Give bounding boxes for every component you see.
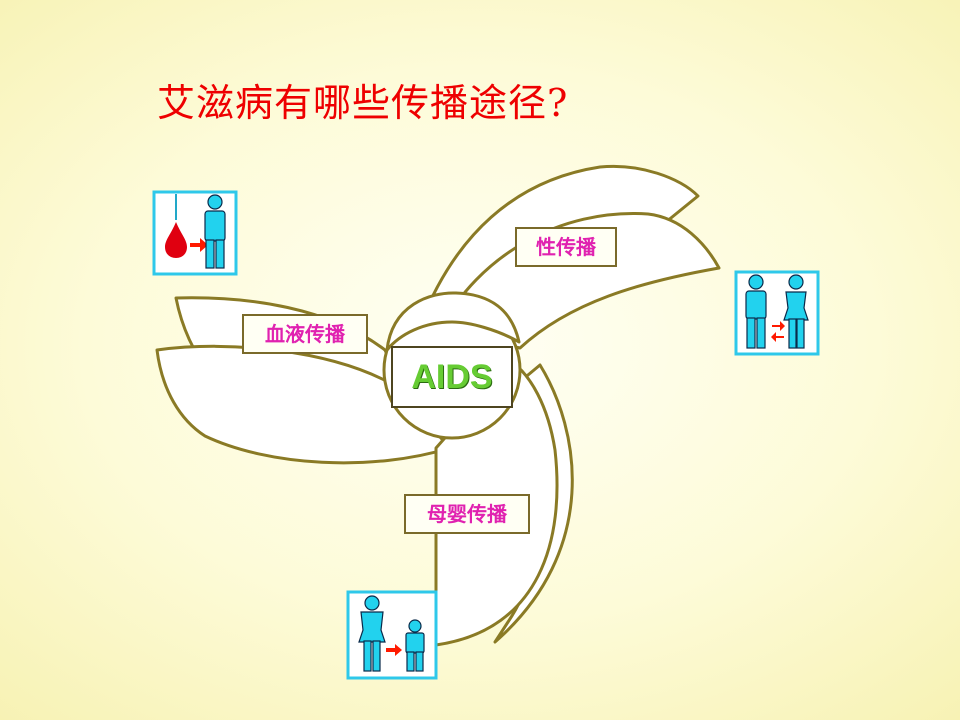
hub-inner	[385, 291, 521, 352]
sexual-partners-icon	[734, 270, 820, 356]
slide-title: 艾滋病有哪些传播途径?	[157, 81, 569, 125]
route-label-blood: 血液传播	[242, 314, 368, 354]
aids-center-label: AIDS	[391, 346, 513, 408]
route-label-sexual: 性传播	[515, 227, 617, 267]
blood-transfusion-icon	[152, 190, 238, 276]
mother-child-icon	[346, 590, 438, 680]
blade-sexual-front	[438, 211, 721, 350]
route-label-mother-child: 母婴传播	[404, 494, 530, 534]
